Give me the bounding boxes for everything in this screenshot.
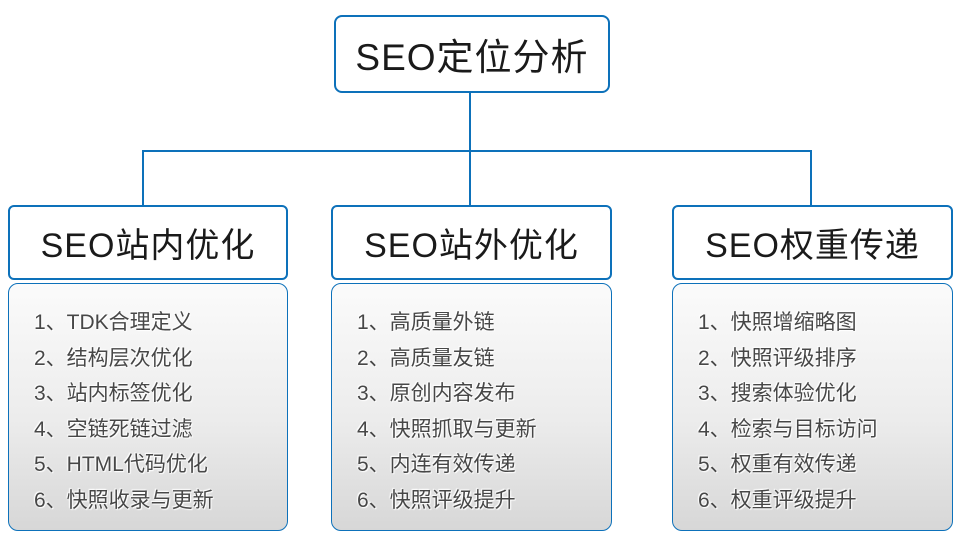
- branch-title: SEO站内优化: [40, 227, 256, 265]
- branch-list-offsite: 1、高质量外链 2、高质量友链 3、原创内容发布 4、快照抓取与更新 5、内连有…: [331, 283, 612, 531]
- list-item: 5、HTML代码优化: [34, 453, 208, 476]
- branch-header-weight: SEO权重传递: [672, 205, 953, 280]
- connector-root-stub: [469, 93, 471, 151]
- list-item: 2、结构层次优化: [34, 346, 193, 370]
- list-item: 5、权重有效传递: [698, 453, 857, 476]
- list-item: 4、快照抓取与更新: [357, 417, 537, 441]
- connector-drop-left: [142, 150, 144, 206]
- branch-list-weight: 1、快照增缩略图 2、快照评级排序 3、搜索体验优化 4、检索与目标访问 5、权…: [672, 283, 953, 531]
- list-item: 2、快照评级排序: [698, 346, 857, 370]
- connector-drop-middle: [469, 150, 471, 206]
- list-item: 6、权重评级提升: [698, 488, 857, 512]
- root-node-seo-positioning-analysis: SEO定位分析: [334, 15, 610, 93]
- list-item: 3、原创内容发布: [357, 382, 516, 405]
- list-item: 6、快照评级提升: [357, 488, 516, 512]
- list-item: 1、高质量外链: [357, 311, 495, 334]
- list-item: 4、检索与目标访问: [698, 417, 878, 441]
- list-item: 1、快照增缩略图: [698, 311, 857, 334]
- branch-title: SEO站外优化: [364, 227, 579, 265]
- connector-horizontal: [142, 150, 812, 152]
- list-item: 1、TDK合理定义: [34, 311, 193, 334]
- list-item: 5、内连有效传递: [357, 453, 516, 476]
- root-node-title: SEO定位分析: [355, 37, 589, 78]
- branch-header-onsite: SEO站内优化: [8, 205, 288, 280]
- list-item: 6、快照收录与更新: [34, 488, 214, 512]
- list-item: 2、高质量友链: [357, 346, 495, 370]
- connector-drop-right: [810, 150, 812, 206]
- branch-title: SEO权重传递: [705, 227, 920, 265]
- branch-header-offsite: SEO站外优化: [331, 205, 612, 280]
- list-item: 3、搜索体验优化: [698, 382, 857, 405]
- branch-list-onsite: 1、TDK合理定义 2、结构层次优化 3、站内标签优化 4、空链死链过滤 5、H…: [8, 283, 288, 531]
- list-item: 3、站内标签优化: [34, 382, 193, 405]
- list-item: 4、空链死链过滤: [34, 417, 193, 441]
